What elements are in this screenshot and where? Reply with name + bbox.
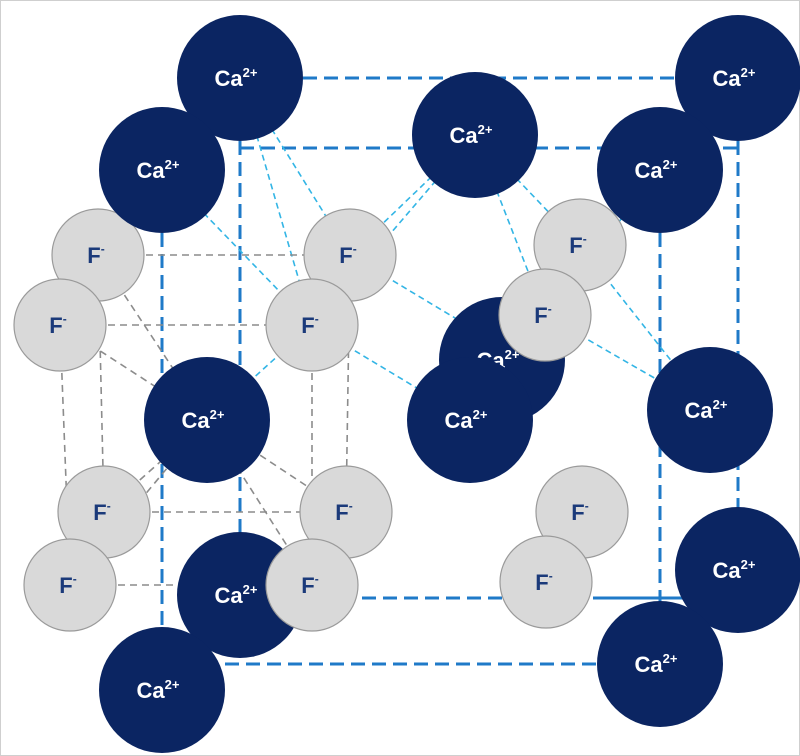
fluoride-ion-label: F- xyxy=(301,572,318,598)
calcium-ion-label: Ca2+ xyxy=(635,157,678,183)
fluoride-ion-label: F- xyxy=(335,499,352,525)
ions-layer: Ca2+ Ca2+ F- F- F- Ca2+ Ca2+ Ca2+ Ca2+ F- F- Ca2+ F-… xyxy=(13,15,800,753)
calcium-ion: Ca2+ xyxy=(412,72,538,198)
calcium-ion-label: Ca2+ xyxy=(445,407,488,433)
calcium-ion: Ca2+ xyxy=(407,357,533,483)
fluoride-ion: F- xyxy=(535,465,629,559)
calcium-ion-label: Ca2+ xyxy=(137,677,180,703)
calcium-ion-label: Ca2+ xyxy=(713,65,756,91)
fluoride-ion: F- xyxy=(57,465,151,559)
calcium-ion-label: Ca2+ xyxy=(685,397,728,423)
calcium-ion: Ca2+ xyxy=(647,347,773,473)
fluoride-ion-circle xyxy=(23,538,117,632)
fluoride-ion: F- xyxy=(265,538,359,632)
calcium-ion: Ca2+ xyxy=(597,601,723,727)
fluoride-ion-label: F- xyxy=(49,312,66,338)
calcium-ion-label: Ca2+ xyxy=(182,407,225,433)
calcium-ion: Ca2+ xyxy=(675,15,800,141)
calcium-ion-circle xyxy=(597,107,723,233)
calcium-ion-label: Ca2+ xyxy=(137,157,180,183)
calcium-ion-circle xyxy=(99,107,225,233)
fluoride-ion-circle xyxy=(13,278,107,372)
fluoride-ion-circle xyxy=(498,268,592,362)
fluoride-ion-label: F- xyxy=(301,312,318,338)
calcium-ion: Ca2+ xyxy=(144,357,270,483)
fluoride-ion: F- xyxy=(299,465,393,559)
calcium-ion-label: Ca2+ xyxy=(635,651,678,677)
calcium-ion-circle xyxy=(675,15,800,141)
cube-edge xyxy=(97,254,208,421)
fluoride-ion: F- xyxy=(13,278,107,372)
fluoride-ion-circle xyxy=(499,535,593,629)
calcium-ion-circle xyxy=(144,357,270,483)
fluoride-ion-label: F- xyxy=(571,499,588,525)
calcium-ion-circle xyxy=(597,601,723,727)
calcium-ion-circle xyxy=(412,72,538,198)
calcium-ion-circle xyxy=(177,15,303,141)
calcium-ion-label: Ca2+ xyxy=(713,557,756,583)
calcium-ion-circle xyxy=(407,357,533,483)
calcium-ion-circle xyxy=(99,627,225,753)
calcium-ion: Ca2+ xyxy=(99,627,225,753)
fluoride-ion-label: F- xyxy=(87,242,104,268)
fluoride-ion: F- xyxy=(499,535,593,629)
calcium-ion-circle xyxy=(675,507,800,633)
fluoride-ion-circle xyxy=(265,278,359,372)
calcium-ion-label: Ca2+ xyxy=(215,65,258,91)
fluoride-ion-label: F- xyxy=(535,569,552,595)
calcium-ion: Ca2+ xyxy=(675,507,800,633)
calcium-ion: Ca2+ xyxy=(177,15,303,141)
fluoride-ion-label: F- xyxy=(59,572,76,598)
fluoride-ion: F- xyxy=(533,198,627,292)
fluoride-ion-label: F- xyxy=(93,499,110,525)
calcium-ion: Ca2+ xyxy=(99,107,225,233)
calcium-ion-circle xyxy=(647,347,773,473)
fluoride-ion-circle xyxy=(265,538,359,632)
calcium-ion-label: Ca2+ xyxy=(215,582,258,608)
fluoride-ion-label: F- xyxy=(569,232,586,258)
fluoride-ion: F- xyxy=(265,278,359,372)
fluoride-ion-label: F- xyxy=(534,302,551,328)
fluoride-ion: F- xyxy=(23,538,117,632)
calcium-ion-label: Ca2+ xyxy=(450,122,493,148)
calcium-ion: Ca2+ xyxy=(597,107,723,233)
fluoride-ion-label: F- xyxy=(339,242,356,268)
fluoride-ion: F- xyxy=(498,268,592,362)
